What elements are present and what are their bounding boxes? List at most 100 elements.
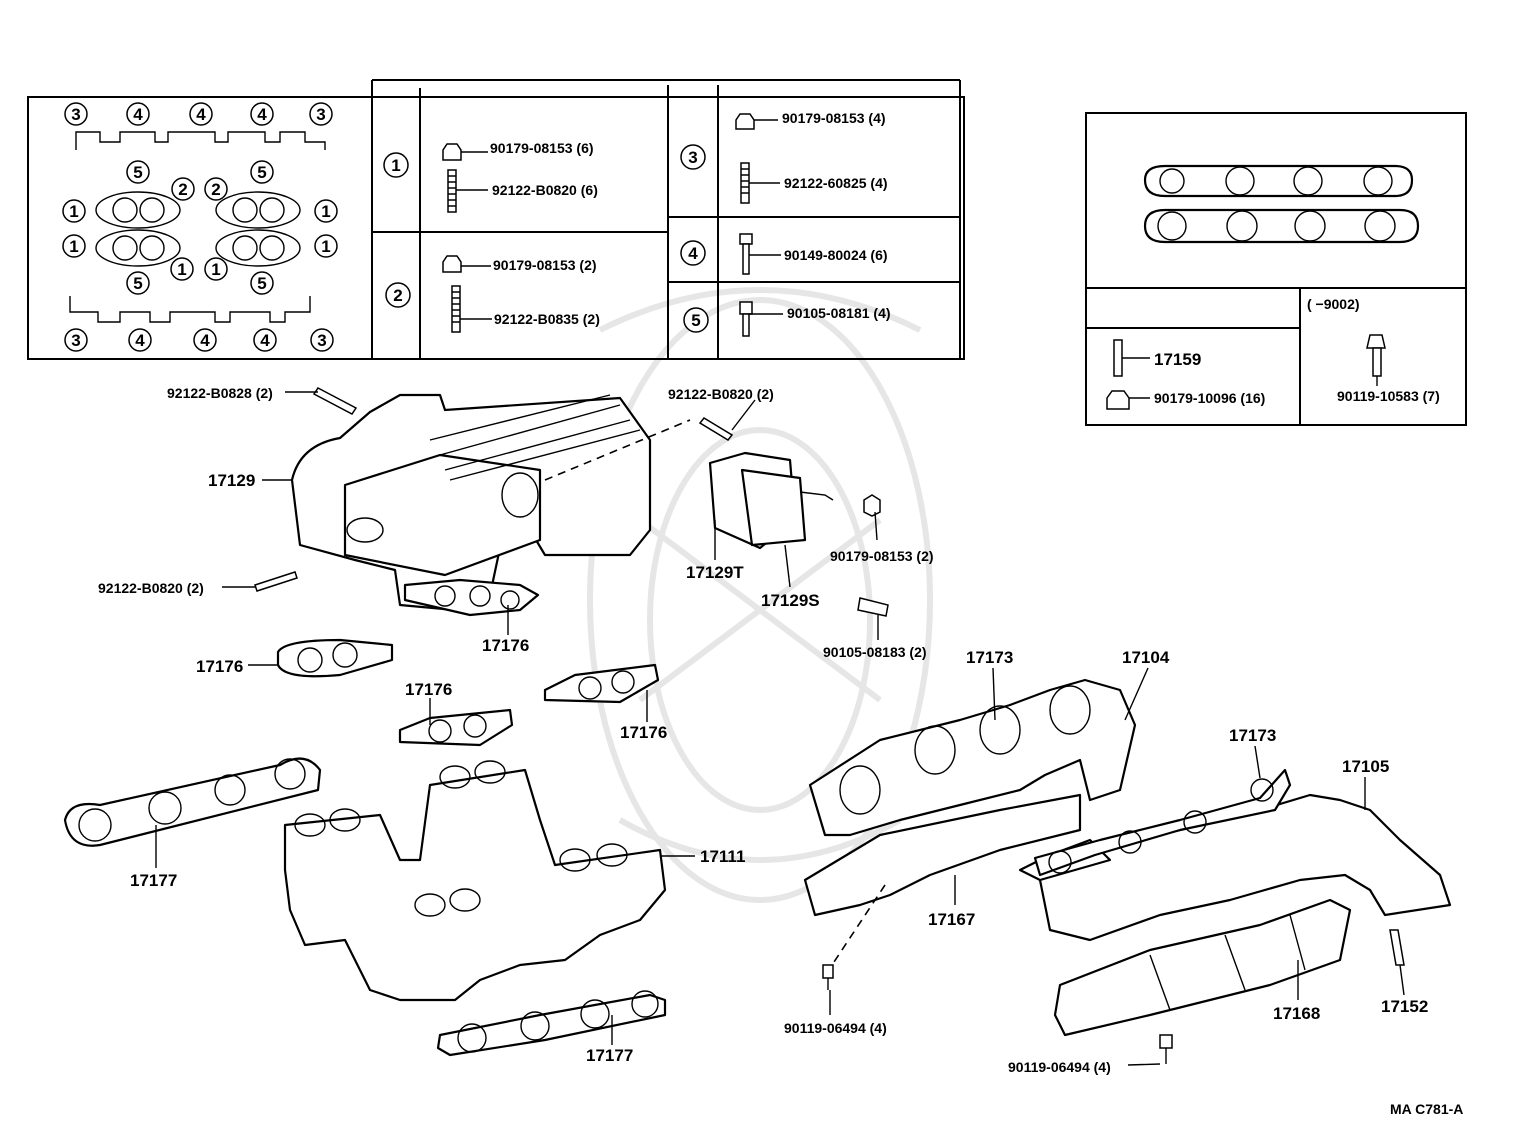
part-quantity: (6)	[576, 140, 593, 156]
position-marker: 1	[62, 199, 86, 223]
svg-text:2: 2	[393, 286, 402, 305]
intake-plenum-17129	[290, 393, 652, 612]
svg-text:90119-10583 (7): 90119-10583 (7)	[1337, 388, 1440, 404]
callout-17111: 17111	[700, 847, 745, 866]
position-marker: 4	[128, 328, 152, 352]
callout-17129: 17129	[208, 471, 255, 490]
svg-text:92122-60825 (4): 92122-60825 (4)	[784, 175, 888, 191]
callout-92122-b0820: 92122-B0820 (2)	[668, 386, 774, 402]
nut-icon	[442, 255, 491, 273]
table-row-key-3: 3	[680, 144, 706, 170]
svg-text:1: 1	[69, 237, 78, 256]
intake-gaskets-17176	[276, 578, 660, 747]
intake-port	[439, 765, 471, 789]
stud-icon	[1113, 339, 1150, 377]
callout-labels: 92122-B0828 (2) 92122-B0820 (2) 17129 92…	[98, 385, 1428, 1075]
intake-port	[559, 848, 591, 872]
svg-text:4: 4	[200, 331, 210, 350]
callout-17167: 17167	[928, 910, 975, 929]
svg-text:3: 3	[688, 148, 697, 167]
table-row-key-5: 5	[683, 307, 709, 333]
position-marker: 4	[250, 102, 274, 126]
nut-icon	[863, 494, 881, 517]
fastener-reference-table: 1 2 3 4 5 90179-08153 (6) 92122-B0	[27, 79, 965, 360]
stud-icon	[698, 417, 734, 441]
intake-gasket-pair	[1143, 164, 1420, 244]
flange-bolt-icon	[739, 233, 781, 275]
svg-text:5: 5	[257, 274, 266, 293]
gasket-variant-inset: ( −9002) 17159 90179-10096 (16) 90119-10…	[1085, 112, 1467, 426]
callout-17173: 17173	[1229, 726, 1276, 745]
svg-text:1: 1	[391, 156, 400, 175]
svg-text:90179-10096 (16): 90179-10096 (16)	[1154, 390, 1265, 406]
position-marker: 1	[170, 257, 194, 281]
position-marker: 2	[171, 177, 195, 201]
position-marker: 3	[64, 102, 88, 126]
stud-icon	[447, 169, 488, 213]
exhaust-manifold-17104	[808, 678, 1137, 837]
intake-gaskets-17177	[63, 757, 667, 1057]
intake-port	[294, 813, 326, 837]
stud-icon	[1389, 929, 1405, 966]
callout-17129t: 17129T	[686, 563, 744, 582]
intake-manifold-17111	[283, 760, 667, 1002]
callout-17173: 17173	[966, 648, 1013, 667]
callout-17177: 17177	[130, 871, 177, 890]
svg-text:2: 2	[211, 180, 220, 199]
svg-text:1: 1	[69, 202, 78, 221]
table-row-key-4: 4	[680, 240, 706, 266]
position-marker: 3	[309, 102, 333, 126]
position-marker: 3	[64, 328, 88, 352]
heat-insulator-17167	[803, 793, 1082, 917]
bolt-icon	[857, 597, 889, 617]
callout-90105-08183: 90105-08183 (2)	[823, 644, 927, 660]
position-marker: 4	[126, 102, 150, 126]
svg-text:5: 5	[133, 163, 142, 182]
svg-text:3: 3	[317, 331, 326, 350]
svg-text:90179-08153 (2): 90179-08153 (2)	[493, 257, 597, 273]
callout-17176: 17176	[482, 636, 529, 655]
heat-insulator-17168	[1053, 898, 1352, 1037]
svg-text:4: 4	[688, 244, 698, 263]
callout-17176: 17176	[196, 657, 243, 676]
intake-port	[414, 893, 446, 917]
callout-17152: 17152	[1381, 997, 1428, 1016]
position-marker: 5	[250, 160, 274, 184]
svg-text:17159: 17159	[1154, 350, 1201, 369]
table-row-key-1: 1	[383, 152, 409, 178]
svg-text:4: 4	[135, 331, 145, 350]
callout-92122-b0820-lower: 92122-B0820 (2)	[98, 580, 204, 596]
svg-text:90105-08181 (4): 90105-08181 (4)	[787, 305, 891, 321]
svg-text:4: 4	[260, 331, 270, 350]
svg-text:92122-B0820 (6): 92122-B0820 (6)	[492, 182, 598, 198]
callout-17176: 17176	[620, 723, 667, 742]
svg-text:5: 5	[133, 274, 142, 293]
intake-port	[329, 808, 361, 832]
bolt-icon	[822, 964, 834, 990]
nut-icon	[442, 143, 488, 161]
callout-leaders	[155, 391, 1405, 1066]
svg-text:1: 1	[321, 237, 330, 256]
svg-text:3: 3	[71, 105, 80, 124]
callout-17177: 17177	[586, 1046, 633, 1065]
svg-text:92122-B0835 (2): 92122-B0835 (2)	[494, 311, 600, 327]
svg-text:5: 5	[691, 311, 700, 330]
svg-text:5: 5	[257, 163, 266, 182]
stud-icon	[312, 387, 358, 415]
svg-text:4: 4	[133, 105, 143, 124]
svg-text:4: 4	[257, 105, 267, 124]
stud-icon	[451, 285, 492, 333]
exhaust-gasket-17173	[1033, 768, 1292, 877]
callout-17104: 17104	[1122, 648, 1170, 667]
throttle-body-17129s	[708, 451, 834, 550]
callout-17105: 17105	[1342, 757, 1389, 776]
svg-text:3: 3	[316, 105, 325, 124]
position-marker: 5	[126, 271, 150, 295]
svg-text:2: 2	[178, 180, 187, 199]
intake-port	[474, 760, 506, 784]
svg-text:90179-08153 (4): 90179-08153 (4)	[782, 110, 886, 126]
callout-90119-06494: 90119-06494 (4)	[1008, 1059, 1111, 1075]
svg-text:3: 3	[71, 331, 80, 350]
position-marker: 4	[189, 102, 213, 126]
intake-port	[596, 843, 628, 867]
